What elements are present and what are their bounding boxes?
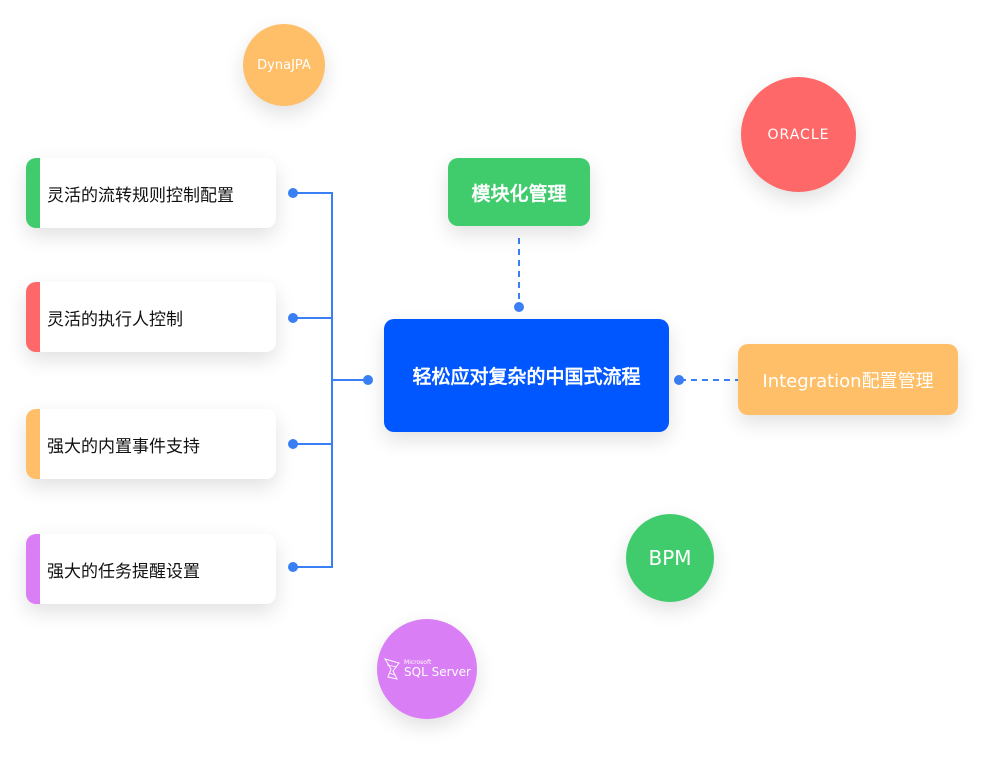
integration-label: Integration配置管理	[762, 370, 934, 392]
feature-card: 灵活的执行人控制	[26, 282, 276, 352]
center-node: 轻松应对复杂的中国式流程	[384, 319, 669, 432]
bpm-bubble: BPM	[626, 514, 714, 602]
connector-dot	[674, 375, 684, 385]
feature-label: 强大的内置事件支持	[47, 436, 200, 457]
connector-dot	[514, 302, 524, 312]
connector-dot	[288, 188, 298, 198]
modular-management-node: 模块化管理	[448, 158, 590, 226]
center-label: 轻松应对复杂的中国式流程	[412, 366, 641, 388]
sqlserver-label: SQL Server	[404, 665, 471, 679]
dynajpa-bubble: DynaJPA	[243, 24, 325, 106]
connector-dot	[363, 375, 373, 385]
connector-dot	[288, 439, 298, 449]
feature-color-bar	[26, 409, 40, 479]
integration-node: Integration配置管理	[738, 344, 958, 415]
sqlserver-brand: Microsoft	[404, 659, 432, 666]
feature-card: 强大的任务提醒设置	[26, 534, 276, 604]
feature-label: 灵活的执行人控制	[47, 309, 183, 330]
modular-management-label: 模块化管理	[471, 182, 567, 205]
connector-dot	[288, 562, 298, 572]
bpm-label: BPM	[648, 546, 692, 570]
dynajpa-label: DynaJPA	[257, 57, 311, 73]
sqlserver-icon	[383, 658, 400, 680]
oracle-bubble: ORACLE	[741, 77, 856, 192]
feature-label: 强大的任务提醒设置	[47, 561, 200, 582]
feature-label: 灵活的流转规则控制配置	[47, 185, 234, 206]
oracle-logo: ORACLE	[767, 126, 830, 143]
feature-color-bar	[26, 282, 40, 352]
trunk-line	[293, 192, 333, 568]
feature-color-bar	[26, 158, 40, 228]
feature-card: 灵活的流转规则控制配置	[26, 158, 276, 228]
connector-dot	[288, 313, 298, 323]
feature-card: 强大的内置事件支持	[26, 409, 276, 479]
sqlserver-bubble: Microsoft SQL Server	[377, 619, 477, 719]
feature-color-bar	[26, 534, 40, 604]
